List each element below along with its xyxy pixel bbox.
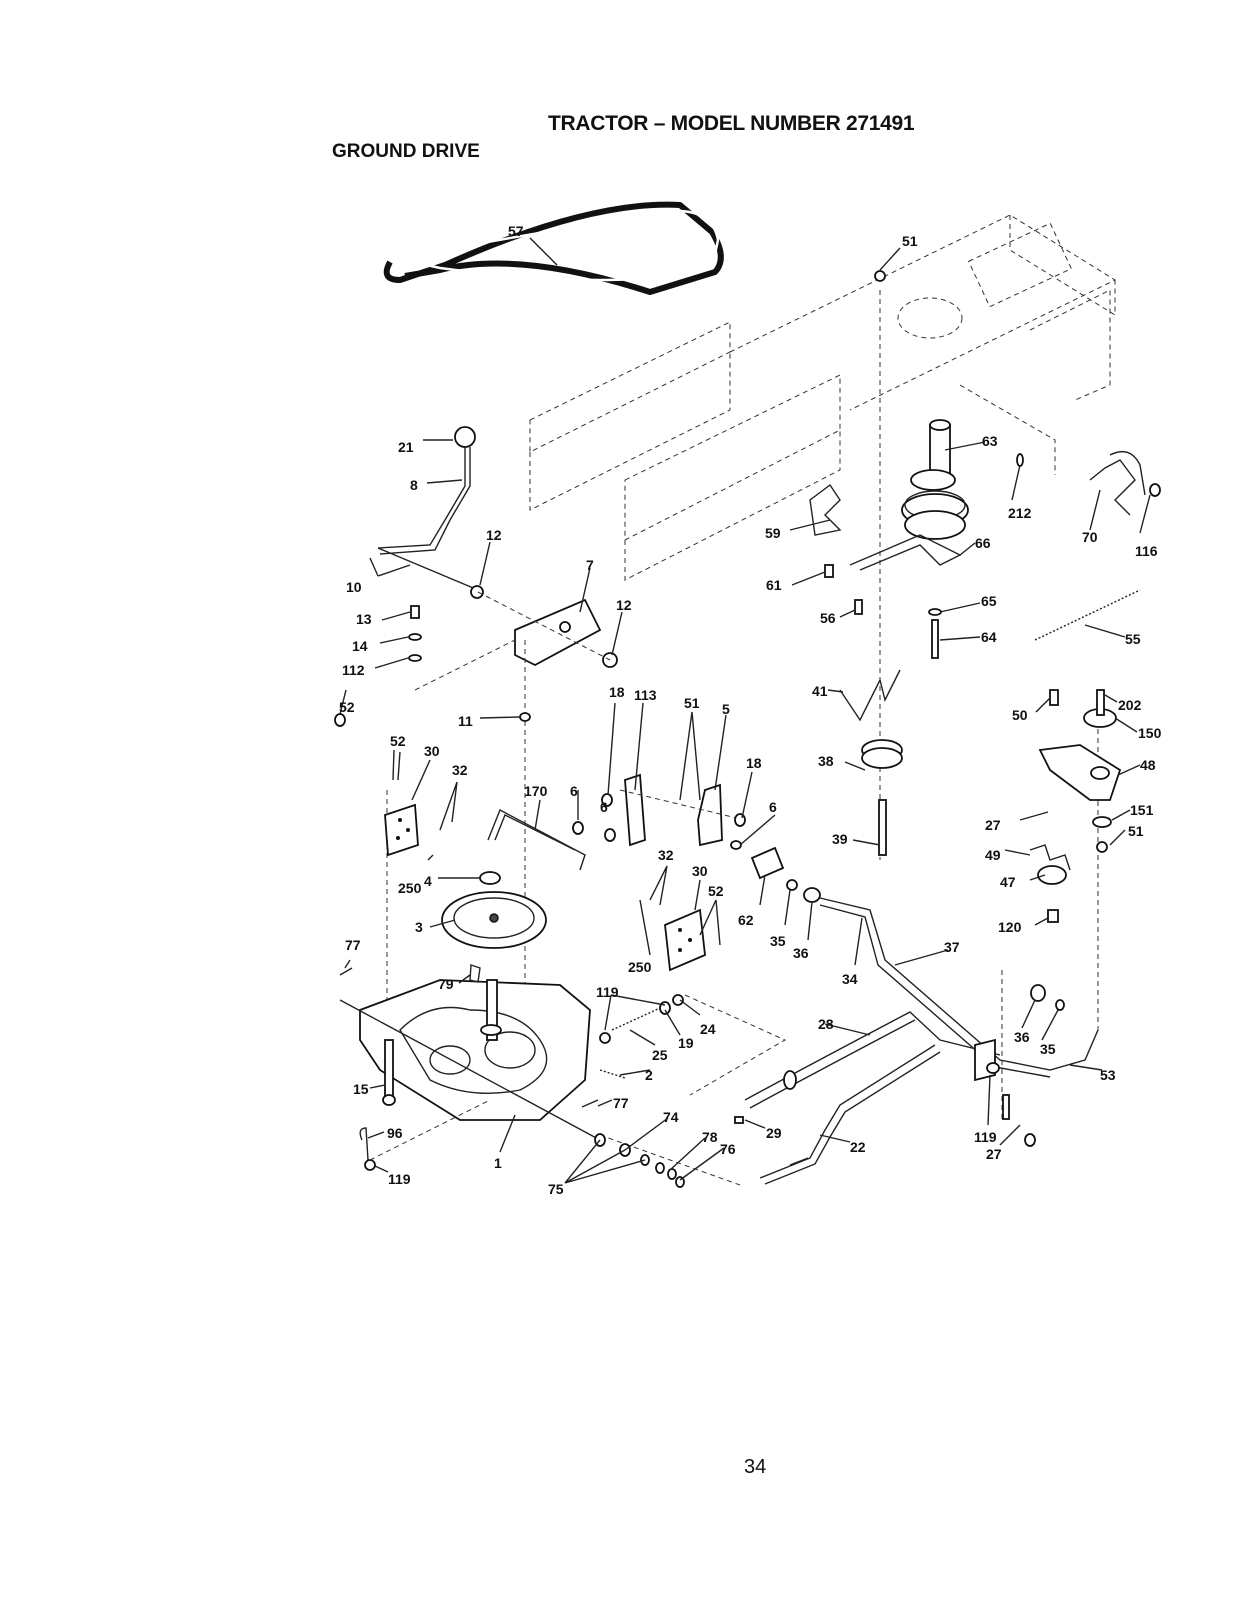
page-title: TRACTOR – MODEL NUMBER 271491 bbox=[548, 112, 915, 135]
callout-96: 96 bbox=[387, 1125, 403, 1141]
callout-151: 151 bbox=[1130, 802, 1154, 818]
callout-2: 2 bbox=[645, 1067, 653, 1083]
callout-37: 37 bbox=[944, 939, 960, 955]
callout-27b: 27 bbox=[985, 817, 1001, 833]
callout-78: 78 bbox=[702, 1129, 718, 1145]
callout-12b: 12 bbox=[616, 597, 632, 613]
page-number: 34 bbox=[744, 1456, 767, 1478]
callout-61: 61 bbox=[766, 577, 782, 593]
callout-11: 11 bbox=[458, 713, 473, 729]
callout-116: 116 bbox=[1135, 543, 1158, 559]
callout-113: 113 bbox=[634, 687, 657, 703]
transaxle bbox=[339, 979, 601, 1141]
callout-52: 52 bbox=[339, 699, 355, 715]
callout-52c: 52 bbox=[708, 883, 724, 899]
callout-62: 62 bbox=[738, 912, 754, 928]
callout-1: 1 bbox=[494, 1155, 502, 1171]
callout-14: 14 bbox=[352, 638, 368, 654]
leader-lines bbox=[339, 237, 1151, 1184]
callout-7: 7 bbox=[586, 557, 594, 573]
callout-66: 66 bbox=[975, 535, 991, 551]
callout-70: 70 bbox=[1082, 529, 1098, 545]
callout-36b: 36 bbox=[1014, 1029, 1030, 1045]
callout-30b: 30 bbox=[692, 863, 708, 879]
callout-53: 53 bbox=[1100, 1067, 1116, 1083]
callout-51b: 51 bbox=[684, 695, 700, 711]
callout-119b: 119 bbox=[388, 1171, 411, 1187]
callout-59: 59 bbox=[765, 525, 781, 541]
callout-55: 55 bbox=[1125, 631, 1141, 647]
callout-13: 13 bbox=[356, 611, 372, 627]
callout-3: 3 bbox=[415, 919, 423, 935]
callout-36: 36 bbox=[793, 945, 809, 961]
callout-22: 22 bbox=[850, 1139, 866, 1155]
callout-32b: 32 bbox=[658, 847, 674, 863]
callout-63: 63 bbox=[982, 433, 998, 449]
callout-35: 35 bbox=[770, 933, 786, 949]
callout-47: 47 bbox=[1000, 874, 1016, 890]
callout-15: 15 bbox=[353, 1081, 369, 1097]
callout-48: 48 bbox=[1140, 757, 1156, 773]
callout-34: 34 bbox=[842, 971, 858, 987]
callout-77: 77 bbox=[345, 937, 361, 953]
callout-65: 65 bbox=[981, 593, 997, 609]
callout-5: 5 bbox=[722, 701, 730, 717]
callout-170: 170 bbox=[524, 783, 548, 799]
callout-41: 41 bbox=[812, 683, 828, 699]
callout-75: 75 bbox=[548, 1181, 564, 1197]
callout-119: 119 bbox=[596, 984, 619, 1000]
callout-12: 12 bbox=[486, 527, 502, 543]
callout-21: 21 bbox=[398, 439, 414, 455]
callout-39: 39 bbox=[832, 831, 848, 847]
drive-belt bbox=[383, 201, 724, 295]
callout-24: 24 bbox=[700, 1021, 716, 1037]
callout-6b: 6 bbox=[769, 799, 777, 815]
callout-18: 18 bbox=[609, 684, 625, 700]
callout-74: 74 bbox=[663, 1109, 679, 1125]
callout-6c: 6 bbox=[600, 799, 608, 815]
callout-120: 120 bbox=[998, 919, 1022, 935]
callout-18b: 18 bbox=[746, 755, 762, 771]
callout-19: 19 bbox=[678, 1035, 694, 1051]
callout-212: 212 bbox=[1008, 505, 1032, 521]
callout-8: 8 bbox=[410, 477, 418, 493]
callout-labels: 57 51 21 8 12 7 10 13 14 112 12 11 52 52… bbox=[339, 223, 1162, 1197]
callout-27: 27 bbox=[986, 1146, 1002, 1162]
callout-52b: 52 bbox=[390, 733, 406, 749]
callout-50: 50 bbox=[1012, 707, 1028, 723]
callout-32: 32 bbox=[452, 762, 468, 778]
callout-51: 51 bbox=[902, 233, 918, 249]
callout-4: 4 bbox=[424, 873, 432, 889]
callout-76: 76 bbox=[720, 1141, 736, 1157]
callout-250: 250 bbox=[398, 880, 422, 896]
callout-77b: 77 bbox=[613, 1095, 629, 1111]
callout-57: 57 bbox=[508, 223, 524, 239]
callout-25: 25 bbox=[652, 1047, 668, 1063]
callout-79: 79 bbox=[438, 976, 454, 992]
callout-250b: 250 bbox=[628, 959, 652, 975]
callout-10: 10 bbox=[346, 579, 362, 595]
callout-38: 38 bbox=[818, 753, 834, 769]
callout-29: 29 bbox=[766, 1125, 782, 1141]
callout-28: 28 bbox=[818, 1016, 834, 1032]
callout-202: 202 bbox=[1118, 697, 1142, 713]
callout-49: 49 bbox=[985, 847, 1001, 863]
callout-6: 6 bbox=[570, 783, 578, 799]
callout-64: 64 bbox=[981, 629, 997, 645]
callout-30: 30 bbox=[424, 743, 440, 759]
frame-outline bbox=[529, 214, 1117, 581]
callout-150: 150 bbox=[1138, 725, 1162, 741]
callout-56: 56 bbox=[820, 610, 836, 626]
callout-119c: 119 bbox=[974, 1129, 997, 1145]
callout-51c: 51 bbox=[1128, 823, 1144, 839]
section-title: GROUND DRIVE bbox=[332, 141, 480, 162]
callout-35b: 35 bbox=[1040, 1041, 1056, 1057]
callout-112: 112 bbox=[342, 662, 365, 678]
